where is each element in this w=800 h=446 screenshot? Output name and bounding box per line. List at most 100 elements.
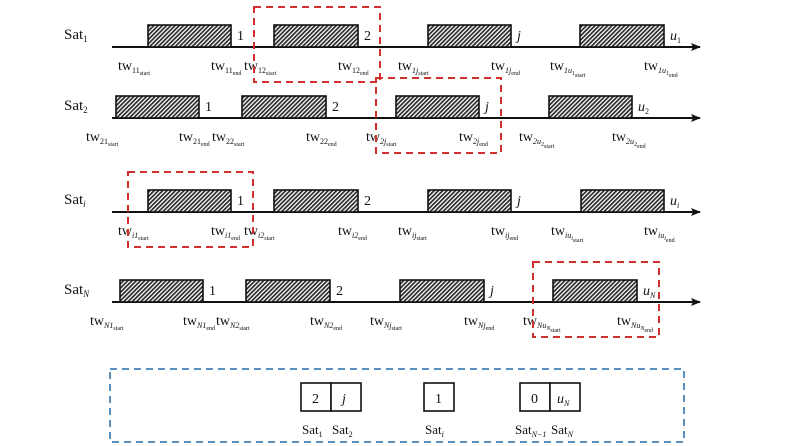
window-start-label: tw12start	[244, 59, 277, 77]
time-window: 2 twN2start twN2end	[216, 279, 343, 332]
time-window: 1 tw21start tw21end	[86, 95, 212, 148]
window-start-label: tw2jstart	[366, 130, 397, 148]
time-window-bar	[552, 279, 638, 303]
satellite-label: SatN	[64, 282, 90, 299]
window-start-label: twN2start	[216, 314, 250, 332]
coding-cell-satellite-label: Sati	[425, 422, 444, 439]
time-window-bar	[147, 24, 232, 48]
window-end-label: tw21end	[179, 130, 210, 148]
window-start-label: tw11start	[118, 59, 150, 77]
window-start-label: twiuistart	[551, 224, 584, 244]
coding-cell-value: j	[340, 392, 346, 407]
time-window-bar	[427, 24, 512, 48]
time-window-bar	[147, 189, 232, 213]
selected-window-highlights	[127, 6, 660, 338]
satellite-row: Sat2 1 tw21start tw21end 2 tw22start tw22end j t…	[64, 95, 701, 150]
selected-window-highlight	[253, 6, 381, 83]
time-window-bar	[579, 24, 665, 48]
coding-cell-satellite-label: SatN−1	[515, 422, 546, 439]
satellite-label: Sat1	[64, 27, 88, 44]
window-start-label: tw21start	[86, 130, 119, 148]
selected-window-highlight	[532, 261, 660, 338]
window-index-label: j	[483, 100, 489, 115]
window-start-label: twNuNstart	[523, 314, 561, 334]
coding-cell-box	[423, 382, 455, 412]
time-window: 2 tw22start tw22end	[212, 95, 339, 148]
time-window-bar	[241, 95, 327, 119]
window-end-label: twi1end	[211, 224, 240, 242]
time-window: u2 tw2u2start tw2u2end	[519, 95, 649, 150]
coding-cell-satellite-label: Sat1	[302, 422, 323, 439]
coding-panel-border	[109, 368, 685, 443]
time-window: ui twiuistart twiuiend	[551, 189, 679, 244]
time-window-bar	[273, 189, 359, 213]
coding-cell-box	[549, 382, 581, 412]
window-index-label: u2	[638, 100, 649, 116]
window-end-label: tw2u2end	[612, 130, 646, 150]
time-window-bar	[427, 189, 512, 213]
window-start-label: tw22start	[212, 130, 245, 148]
window-index-label: u1	[670, 29, 681, 45]
window-end-label: twN2end	[310, 314, 342, 332]
coding-cell-value: 1	[435, 392, 442, 407]
window-start-label: twNjstart	[370, 314, 402, 332]
coding-cell-value: 2	[312, 392, 319, 407]
coding-cell-satellite-label: SatN	[551, 422, 574, 439]
window-start-label: twN1start	[90, 314, 124, 332]
time-window-bar	[119, 279, 204, 303]
coding-cell-box	[519, 382, 551, 412]
window-index-label: 1	[205, 100, 212, 115]
satellite-label: Sat2	[64, 98, 88, 115]
window-index-label: ui	[670, 194, 679, 210]
window-end-label: twN1end	[183, 314, 215, 332]
time-window-bar	[245, 279, 331, 303]
window-index-label: 2	[336, 284, 343, 299]
window-start-label: tw1u1start	[550, 59, 586, 79]
window-index-label: uN	[643, 284, 656, 300]
window-start-label: tw2u2start	[519, 130, 555, 150]
window-index-label: 2	[364, 194, 371, 209]
coding-cell-satellite-label: Sat2	[332, 422, 353, 439]
window-end-label: twiuiend	[644, 224, 675, 244]
time-window: uN twNuNstart twNuNend	[523, 279, 656, 334]
window-end-label: tw22end	[306, 130, 337, 148]
selected-window-highlight	[127, 171, 254, 248]
satellite-label: Sati	[64, 192, 86, 209]
window-end-label: tw1u1end	[644, 59, 678, 79]
coding-cell-box	[330, 382, 362, 412]
window-index-label: j	[515, 194, 521, 209]
window-index-label: 2	[364, 29, 371, 44]
window-start-label: twi1start	[118, 224, 149, 242]
coding-cell-value: 0	[531, 392, 538, 407]
coding-cell-value: uN	[557, 392, 570, 408]
window-end-label: tw1jend	[491, 59, 520, 77]
window-start-label: tw1jstart	[398, 59, 429, 77]
window-end-label: twi2end	[338, 224, 367, 242]
time-window-bar	[395, 95, 480, 119]
window-index-label: 1	[237, 29, 244, 44]
window-end-label: twNuNend	[617, 314, 653, 334]
coding-cell-box	[300, 382, 332, 412]
time-window-bar	[115, 95, 200, 119]
selected-window-highlight	[375, 77, 502, 154]
window-index-label: 1	[237, 194, 244, 209]
window-end-label: twijend	[491, 224, 518, 242]
window-index-label: 2	[332, 100, 339, 115]
time-window-bar	[273, 24, 359, 48]
time-window: 1 twi1start twi1end	[118, 189, 244, 242]
